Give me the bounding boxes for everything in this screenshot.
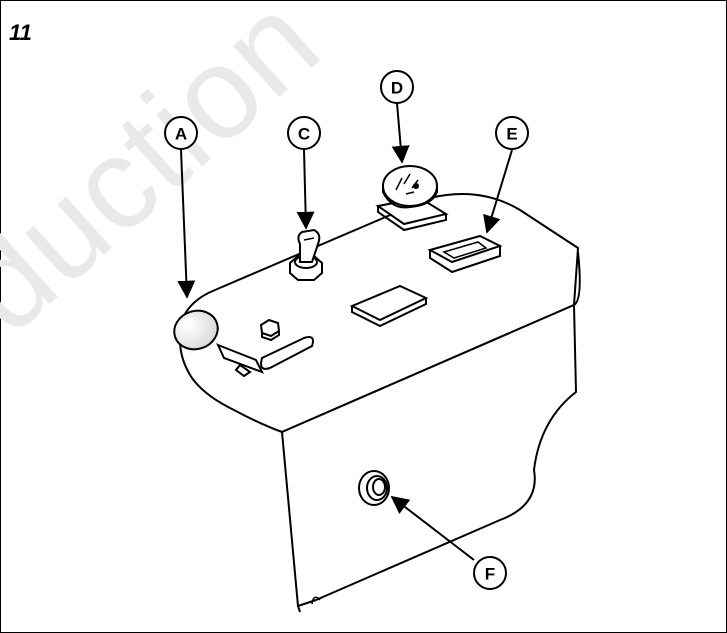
callout-c: C bbox=[287, 116, 321, 150]
leader-c bbox=[296, 149, 315, 230]
callout-f-label: F bbox=[485, 565, 495, 584]
lever-slot bbox=[260, 336, 314, 370]
key-switch bbox=[289, 228, 323, 281]
lever-shaft bbox=[216, 343, 265, 374]
lever-assembly bbox=[173, 309, 314, 378]
ignition-switch bbox=[375, 165, 449, 232]
callout-e-label: E bbox=[506, 125, 517, 144]
panel-housing bbox=[179, 193, 581, 613]
leader-e bbox=[483, 149, 513, 234]
callout-e: E bbox=[495, 116, 529, 150]
leader-a bbox=[177, 149, 196, 299]
panel-front-face bbox=[281, 304, 577, 607]
leader-d bbox=[391, 102, 410, 164]
cover-plate bbox=[349, 284, 429, 328]
callout-c-label: C bbox=[298, 125, 310, 144]
leader-f bbox=[390, 495, 475, 561]
key bbox=[297, 228, 321, 263]
figure-number: 11 bbox=[9, 20, 32, 45]
hex-nut bbox=[259, 318, 281, 338]
callout-f: F bbox=[473, 556, 507, 590]
rocker-switch bbox=[427, 234, 503, 274]
callout-d-label: D bbox=[391, 79, 403, 98]
push-button bbox=[358, 470, 390, 506]
callout-a: A bbox=[164, 116, 198, 150]
callout-a-label: A bbox=[175, 125, 187, 144]
callout-d: D bbox=[380, 70, 414, 104]
leader-lines bbox=[177, 102, 513, 561]
